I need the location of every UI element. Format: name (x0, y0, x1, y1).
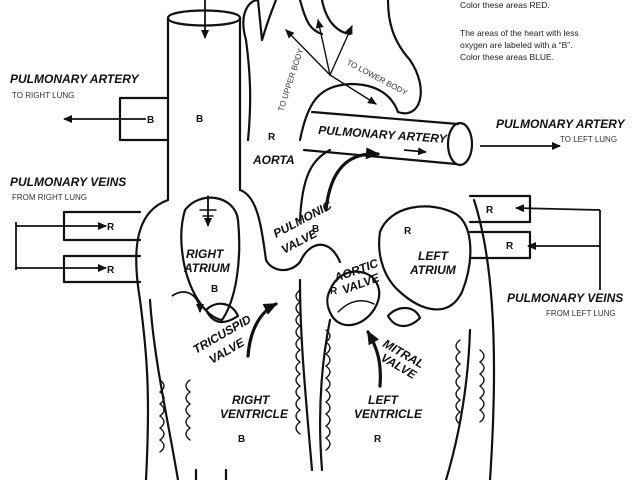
instruction-blue-3: Color these areas BLUE. (460, 52, 554, 62)
left-vein-upper-code: R (486, 205, 494, 216)
left-ventricle-code: R (374, 434, 382, 445)
right-pa-code: B (147, 115, 154, 126)
superior-vena-cava (166, 0, 242, 202)
aorta-label: AORTA (252, 153, 295, 167)
right-vein-lower-code: R (107, 265, 115, 276)
aortic-valve: AORTIC VALVE R (326, 256, 382, 327)
svc-code: B (196, 114, 203, 125)
instructions: Color these areas RED. The areas of the … (460, 0, 579, 62)
right-vein-upper-code: R (107, 222, 115, 233)
left-vein-lower-code: R (506, 241, 514, 252)
right-ventricle-code: B (238, 434, 245, 445)
main-pulmonary-artery: PULMONARY ARTERY PULMONARY ARTERY TO LEF… (298, 110, 626, 222)
to-lower-body-label: TO LOWER BODY (345, 58, 409, 98)
right-pulmonary-artery: B B PULMONARY ARTERY TO RIGHT LUNG (10, 72, 203, 142)
pulmonary-veins-right-label: PULMONARY VEINS (10, 175, 126, 189)
right-ventricle: RIGHT VENTRICLE B (220, 393, 289, 445)
right-ventricle-label-1: RIGHT (232, 393, 271, 407)
from-right-lung-label: FROM RIGHT LUNG (12, 193, 87, 202)
heart-wall (135, 198, 496, 480)
to-upper-body-label: TO UPPER BODY (276, 47, 305, 113)
left-atrium: R LEFT ATRIUM (378, 205, 472, 311)
right-atrium-code: B (211, 284, 218, 295)
to-right-lung-label: TO RIGHT LUNG (12, 91, 74, 100)
right-atrium-label-2: ATRIUM (183, 261, 231, 275)
left-pulmonary-veins: R R PULMONARY VEINS FROM LEFT LUNG (468, 194, 623, 318)
aortic-code: R (330, 286, 338, 297)
right-atrium: RIGHT ATRIUM B (171, 195, 241, 322)
right-ventricle-label-2: VENTRICLE (220, 407, 289, 421)
instruction-blue-2: oxygen are labeled with a “B”. (460, 40, 572, 50)
instruction-red: Color these areas RED. (460, 0, 550, 10)
right-pulmonary-veins: R R PULMONARY VEINS FROM RIGHT LUNG (10, 175, 142, 284)
mitral-valve: MITRAL VALVE (366, 306, 427, 388)
to-left-lung-label: TO LEFT LUNG (560, 135, 617, 144)
from-left-lung-label: FROM LEFT LUNG (546, 309, 616, 318)
aorta-code: R (268, 132, 276, 143)
tricuspid-valve: TRICUSPID VALVE (191, 302, 278, 367)
instruction-blue-1: The areas of the heart with less (460, 28, 579, 38)
left-atrium-code: R (404, 226, 412, 237)
left-atrium-label-2: ATRIUM (409, 263, 457, 277)
inferior-vena-cava (194, 468, 228, 480)
left-atrium-label-1: LEFT (418, 249, 450, 263)
left-ventricle-label-1: LEFT (368, 393, 400, 407)
pulmonic-code: B (312, 224, 319, 235)
pulmonary-artery-right-label: PULMONARY ARTERY (10, 72, 140, 86)
pulmonary-artery-center-label: PULMONARY ARTERY (318, 123, 448, 146)
pulmonary-veins-left-label: PULMONARY VEINS (507, 291, 623, 305)
pulmonary-artery-left-label: PULMONARY ARTERY (496, 117, 626, 131)
right-atrium-label-1: RIGHT (186, 247, 225, 261)
left-ventricle-label-2: VENTRICLE (354, 407, 423, 421)
left-ventricle: LEFT VENTRICLE R (354, 393, 423, 445)
